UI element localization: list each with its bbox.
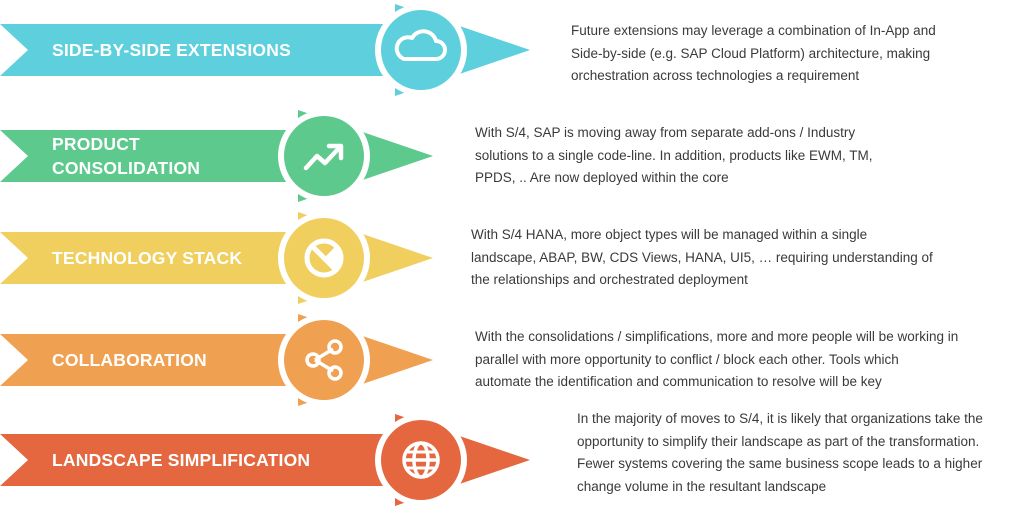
arrow-label: SIDE-BY-SIDE EXTENSIONS: [52, 38, 291, 62]
description-line: In the majority of moves to S/4, it is l…: [577, 411, 983, 426]
description-line: PPDS, .. Are now deployed within the cor…: [475, 170, 729, 185]
arrow-label-line: COLLABORATION: [52, 350, 207, 370]
row-description: With S/4, SAP is moving away from separa…: [475, 122, 872, 190]
description-line: the relationships and orchestrated deplo…: [471, 272, 748, 287]
arrow-label: TECHNOLOGY STACK: [52, 246, 242, 270]
description-line: Fewer systems covering the same business…: [577, 456, 983, 471]
description-line: With S/4, SAP is moving away from separa…: [475, 125, 856, 140]
row-description: With S/4 HANA, more object types will be…: [471, 224, 933, 292]
trend-up-icon: [303, 143, 344, 171]
arrow-label-line: TECHNOLOGY STACK: [52, 248, 243, 268]
row-description: In the majority of moves to S/4, it is l…: [577, 408, 983, 498]
description-line: Side-by-side (e.g. SAP Cloud Platform) a…: [571, 45, 931, 61]
arrow-shape: [0, 4, 530, 96]
description-line: solutions to a single code-line. In addi…: [475, 147, 873, 163]
description-line: automate the identification and communic…: [475, 374, 882, 389]
row-1: SIDE-BY-SIDE EXTENSIONS: [0, 0, 1024, 100]
arrow-label: COLLABORATION: [52, 348, 207, 372]
arrow-shape: [0, 314, 433, 406]
row-2: PRODUCT CONSOLIDATION: [0, 106, 1024, 206]
description-line: opportunity to simplify their landscape …: [577, 433, 980, 449]
share-icon: [305, 339, 343, 381]
arrow-label: LANDSCAPE SIMPLIFICATION: [52, 448, 310, 472]
cloud-icon: [394, 29, 447, 61]
row-description: With the consolidations / simplification…: [475, 326, 958, 394]
row-description: Future extensions may leverage a combina…: [571, 20, 936, 88]
arrow-label-line: SIDE-BY-SIDE EXTENSIONS: [52, 40, 291, 60]
description-line: change volume in the resultant landscape: [577, 478, 827, 494]
arrow-label-line: CONSOLIDATION: [52, 158, 201, 178]
icon-circle: [284, 320, 364, 400]
globe-icon: [402, 441, 440, 479]
arrow-label-line: PRODUCT: [52, 134, 140, 154]
description-line: Future extensions may leverage a combina…: [571, 23, 936, 38]
arrow-shape: [0, 212, 433, 304]
row-4: COLLABORATION: [0, 310, 1024, 410]
pie-chart-icon: [304, 238, 344, 278]
description-line: With the consolidations / simplification…: [475, 329, 959, 344]
arrow-label: PRODUCT CONSOLIDATION: [52, 132, 200, 180]
row-3: TECHNOLOGY STACK: [0, 208, 1024, 308]
arrow-label-line: LANDSCAPE SIMPLIFICATION: [52, 450, 311, 470]
icon-circle: [284, 116, 364, 196]
arrow-shape: [0, 110, 433, 202]
description-line: orchestration across technologies a requ…: [571, 68, 860, 83]
row-5: LANDSCAPE SIMPLIFICATION: [0, 410, 1024, 510]
description-line: parallel with more opportunity to confli…: [475, 351, 899, 367]
description-line: landscape, ABAP, BW, CDS Views, HANA, UI…: [471, 249, 933, 265]
description-line: With S/4 HANA, more object types will be…: [471, 227, 868, 242]
icon-circle: [381, 10, 461, 90]
arrow-shape: [0, 414, 530, 506]
